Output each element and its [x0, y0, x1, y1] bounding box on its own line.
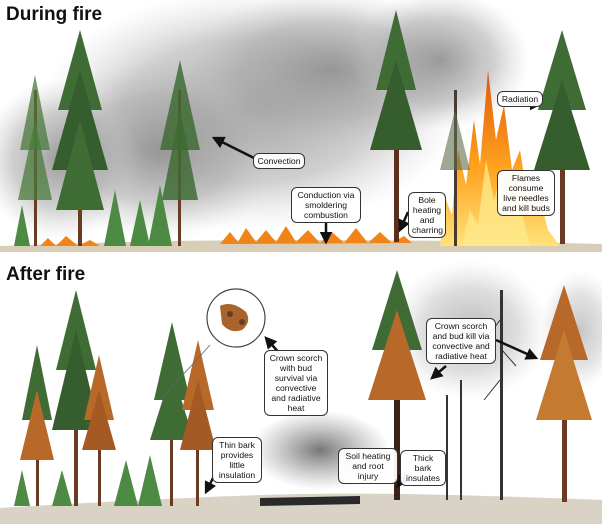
- crown-scorch-bud-survival-label: Crown scorch with bud survival via conve…: [264, 350, 328, 416]
- during-fire-title: During fire: [6, 4, 103, 25]
- tree-top-1: [52, 30, 108, 246]
- flames-label: Flames consume live needles and kill bud…: [497, 170, 555, 216]
- crown-scorch-bud-kill-label: Crown scorch and bud kill via convective…: [426, 318, 496, 364]
- tree-top-3: [160, 60, 200, 246]
- during-fire-panel: [0, 0, 602, 252]
- tree-bottom-3: [82, 355, 116, 506]
- bud-kill-arrow-right: [495, 338, 539, 360]
- thick-bark-label: Thick bark insulates: [400, 450, 446, 486]
- bole-arrow: [398, 211, 410, 233]
- bud-kill-arrow-left: [430, 365, 447, 380]
- surface-fire: [220, 226, 412, 244]
- convection-label: Convection: [253, 153, 305, 169]
- bole-heating-label: Bole heating and charring: [408, 192, 446, 238]
- conduction-label: Conduction via smoldering combustion: [291, 187, 361, 223]
- tree-bottom-4: [150, 322, 194, 506]
- tree-bottom-5: [180, 340, 216, 506]
- after-fire-panel: [0, 260, 602, 524]
- tree-top-4: [370, 10, 422, 242]
- after-fire-title: After fire: [6, 264, 86, 285]
- bud-closeup-inset: [161, 288, 266, 399]
- soil-heating-label: Soil heating and root injury: [338, 448, 398, 484]
- tree-top-5: [534, 30, 590, 244]
- tree-bottom-6: [368, 270, 426, 500]
- tree-top-2: [18, 75, 52, 246]
- radiation-label: Radiation: [497, 91, 543, 107]
- tree-top-small: [14, 185, 172, 246]
- tree-top-snag: [440, 90, 470, 246]
- tree-bottom-small: [14, 455, 162, 506]
- convection-arrow: [211, 136, 255, 160]
- tree-bottom-7: [536, 285, 592, 502]
- tree-bottom-2: [20, 345, 54, 506]
- thin-bark-label: Thin bark provides little insulation: [212, 437, 262, 483]
- panel-divider: [0, 252, 602, 262]
